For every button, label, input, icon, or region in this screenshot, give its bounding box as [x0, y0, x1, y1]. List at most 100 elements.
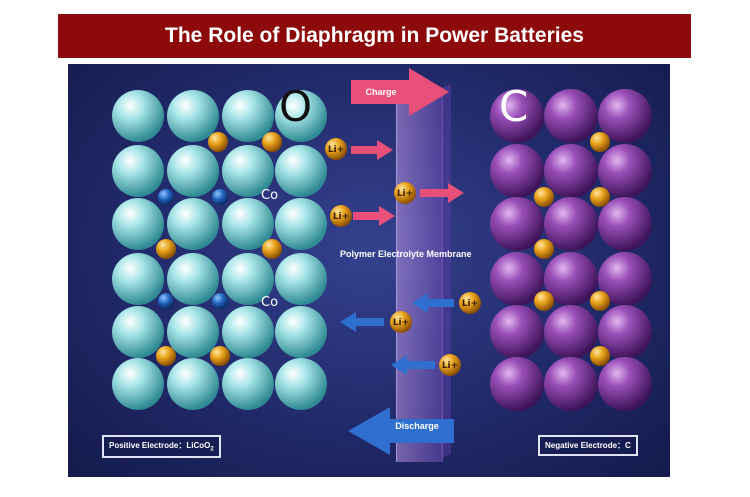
cobalt-atom: [212, 189, 228, 205]
oxygen-sphere: [222, 198, 274, 250]
blue-arrow: [412, 293, 454, 313]
charge-label: Charge: [365, 87, 397, 97]
lithium-atom: [590, 291, 610, 311]
svg-text:Li+: Li+: [442, 361, 458, 371]
lithium-atom: [210, 346, 230, 366]
carbon-sphere: [544, 197, 598, 251]
carbon-sphere: [490, 144, 544, 198]
oxygen-sphere: [275, 198, 327, 250]
oxygen-sphere: [167, 358, 219, 410]
carbon-sphere: [598, 252, 652, 306]
li-ion: Li+: [459, 292, 481, 314]
oxygen-sphere: [275, 253, 327, 305]
pink-arrow: [420, 183, 464, 203]
negative-electrode-lattice: [490, 89, 652, 411]
lithium-atom: [156, 239, 176, 259]
li-ion: Li+: [325, 138, 347, 160]
discharge-arrow: [348, 407, 454, 455]
lithium-atom: [262, 132, 282, 152]
blue-arrow: [340, 312, 384, 332]
oxygen-sphere: [167, 306, 219, 358]
lithium-atom: [208, 132, 228, 152]
oxygen-sphere: [275, 306, 327, 358]
cobalt-atoms: [158, 189, 228, 309]
oxygen-sphere: [222, 306, 274, 358]
carbon-sphere: [490, 197, 544, 251]
cobalt-label-top: Co: [261, 188, 279, 203]
carbon-sphere: [598, 357, 652, 411]
pink-arrow: [351, 140, 393, 160]
oxygen-sphere: [167, 253, 219, 305]
oxygen-sphere: [222, 358, 274, 410]
carbon-sphere: [544, 144, 598, 198]
oxygen-sphere: [112, 358, 164, 410]
oxygen-sphere: [167, 90, 219, 142]
li-ion: Li+: [390, 311, 412, 333]
oxygen-sphere: [222, 253, 274, 305]
oxygen-sphere: [112, 253, 164, 305]
svg-text:Li+: Li+: [328, 145, 344, 155]
carbon-sphere: [490, 89, 544, 143]
positive-electrode-subscript: 2: [210, 446, 214, 453]
carbon-sphere: [598, 197, 652, 251]
discharge-label: Discharge: [395, 421, 439, 431]
svg-text:Li+: Li+: [462, 299, 478, 309]
carbon-sphere: [544, 252, 598, 306]
positive-electrode-lattice: [112, 90, 327, 410]
lithium-atom: [534, 187, 554, 207]
carbon-sphere: [544, 305, 598, 359]
title-bar: The Role of Diaphragm in Power Batteries: [58, 14, 691, 58]
lithium-atom: [534, 291, 554, 311]
charge-arrow: [351, 68, 449, 116]
page-title: The Role of Diaphragm in Power Batteries: [165, 24, 584, 47]
blue-arrow: [391, 355, 435, 375]
membrane-label: Polymer Electrolyte Membrane: [340, 249, 472, 259]
oxygen-label: O: [279, 82, 313, 131]
oxygen-sphere: [275, 90, 327, 142]
lithium-atom: [590, 187, 610, 207]
positive-electrode-formula: LiCoO: [186, 441, 211, 450]
oxygen-sphere: [275, 145, 327, 197]
carbon-sphere: [598, 305, 652, 359]
carbon-sphere: [544, 89, 598, 143]
carbon-sphere: [490, 252, 544, 306]
carbon-label: C: [499, 82, 529, 131]
lithium-atom: [262, 239, 282, 259]
oxygen-sphere: [112, 198, 164, 250]
oxygen-sphere: [167, 145, 219, 197]
negative-electrode-text: Negative Electrode：C: [545, 441, 631, 450]
oxygen-sphere: [222, 145, 274, 197]
negative-electrode-label: Negative Electrode：C: [538, 435, 638, 456]
diagram-panel: Charge Discharge Polymer Electrolyte Mem…: [68, 64, 670, 477]
oxygen-sphere: [112, 306, 164, 358]
carbon-sphere: [598, 144, 652, 198]
li-ion: Li+: [330, 205, 352, 227]
carbon-sphere: [490, 305, 544, 359]
svg-text:Li+: Li+: [397, 189, 413, 199]
oxygen-sphere: [167, 198, 219, 250]
oxygen-sphere: [112, 145, 164, 197]
svg-text:Li+: Li+: [333, 212, 349, 222]
oxygen-sphere: [112, 90, 164, 142]
li-ion: Li+: [394, 182, 416, 204]
oxygen-sphere: [275, 358, 327, 410]
lithium-atom: [590, 346, 610, 366]
lithium-atom: [534, 239, 554, 259]
lithium-atoms: [156, 132, 610, 366]
cobalt-label-bottom: Co: [261, 295, 279, 310]
positive-electrode-prefix: Positive Electrode：: [109, 441, 187, 450]
lithium-atom: [590, 132, 610, 152]
cobalt-atom: [212, 293, 228, 309]
carbon-sphere: [598, 89, 652, 143]
carbon-sphere: [490, 357, 544, 411]
positive-electrode-label: Positive Electrode：LiCoO2: [102, 435, 221, 458]
polymer-membrane: [396, 90, 443, 462]
pink-arrow: [353, 206, 395, 226]
carbon-sphere: [544, 357, 598, 411]
lithium-atom: [156, 346, 176, 366]
oxygen-sphere: [222, 90, 274, 142]
cobalt-atom: [158, 293, 174, 309]
lattice-svg: [112, 89, 652, 411]
cobalt-atom: [158, 189, 174, 205]
li-ion: Li+: [439, 354, 461, 376]
